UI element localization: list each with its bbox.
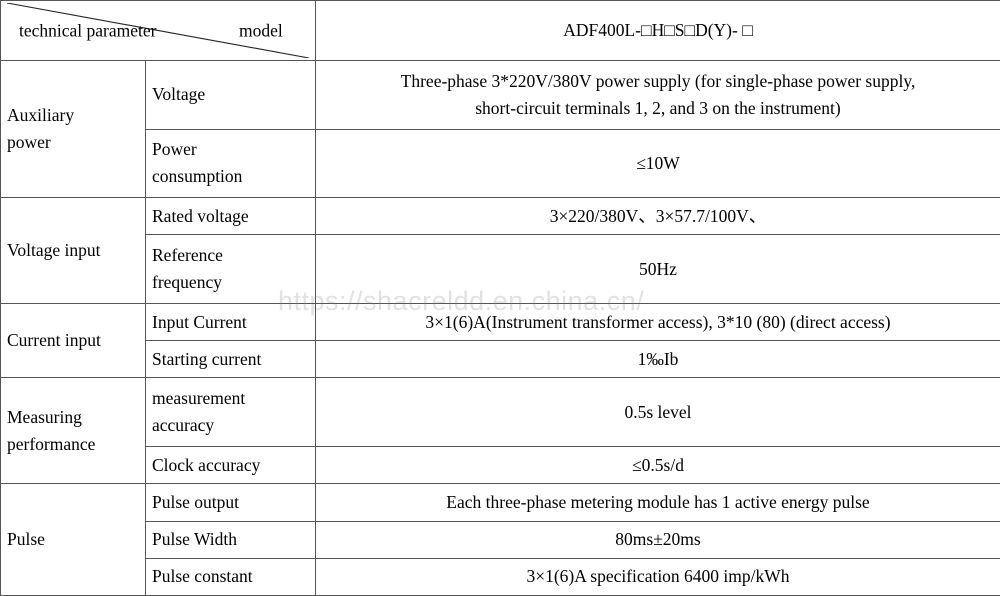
param-text: Voltage: [152, 84, 206, 105]
table-row: Current input Input Current 3×1(6)A(Inst…: [0, 303, 1000, 379]
value-power-consumption: ≤10W: [315, 128, 1000, 199]
value-line2: short-circuit terminals 1, 2, and 3 on t…: [475, 97, 841, 118]
value-pulse-width: 80ms±20ms: [315, 520, 1000, 559]
param-text-line2: consumption: [152, 166, 243, 187]
table-row: Measuring performance measurement accura…: [0, 377, 1000, 485]
table-row: Voltage input Rated voltage 3×220/380V、3…: [0, 197, 1000, 305]
header-column-label: model: [239, 19, 283, 40]
group-label-pulse: Pulse: [0, 483, 146, 596]
group-label-line1: Measuring: [7, 406, 82, 427]
table-row: Pulse Pulse output Each three-phase mete…: [0, 483, 1000, 596]
header-row-label: technical parameter: [19, 19, 157, 40]
group-label-measuring-performance: Measuring performance: [0, 377, 146, 485]
value-voltage: Three-phase 3*220V/380V power supply (fo…: [315, 60, 1000, 130]
param-label-power-consumption: Power consumption: [145, 128, 316, 199]
table-row: Pulse Width 80ms±20ms: [1, 520, 1000, 559]
param-text: Reference: [152, 245, 223, 266]
param-text: Power: [152, 139, 197, 160]
value-measurement-accuracy: 0.5s level: [315, 377, 1000, 448]
value-line1: Three-phase 3*220V/380V power supply (fo…: [400, 70, 916, 91]
param-text-line2: frequency: [152, 272, 222, 293]
group-label-current-input: Current input: [0, 303, 146, 379]
header-model-value: ADF400L-□H□S□D(Y)- □: [315, 0, 1000, 61]
param-label-pulse-constant: Pulse constant: [145, 557, 316, 596]
group-label-auxiliary-power: Auxiliary power: [0, 59, 146, 199]
table-row: Clock accuracy ≤0.5s/d: [1, 446, 1000, 485]
table-row: Starting current 1‰Ib: [1, 340, 1000, 379]
value-rated-voltage: 3×220/380V、3×57.7/100V、: [315, 197, 1000, 236]
group-label-voltage-input: Voltage input: [0, 197, 146, 305]
value-starting-current: 1‰Ib: [315, 340, 1000, 379]
param-label-clock-accuracy: Clock accuracy: [145, 446, 316, 485]
param-label-rated-voltage: Rated voltage: [145, 197, 316, 236]
value-input-current: 3×1(6)A(Instrument transformer access), …: [315, 303, 1000, 342]
param-label-reference-frequency: Reference frequency: [145, 234, 316, 305]
param-label-input-current: Input Current: [145, 303, 316, 342]
table-row: Auxiliary power Voltage Three-phase 3*22…: [0, 59, 1000, 199]
group-label-line2: performance: [7, 433, 96, 454]
value-pulse-output: Each three-phase metering module has 1 a…: [315, 483, 1000, 522]
param-label-pulse-output: Pulse output: [145, 483, 316, 522]
param-label-measurement-accuracy: measurement accuracy: [145, 377, 316, 448]
param-label-pulse-width: Pulse Width: [145, 520, 316, 559]
table-header-row: technical parameter model ADF400L-□H□S□D…: [0, 0, 1000, 61]
group-label-line1: Auxiliary: [7, 105, 75, 125]
value-pulse-constant: 3×1(6)A specification 6400 imp/kWh: [315, 557, 1000, 596]
value-clock-accuracy: ≤0.5s/d: [315, 446, 1000, 485]
value-reference-frequency: 50Hz: [315, 234, 1000, 305]
header-corner-cell: technical parameter model: [0, 0, 316, 61]
table-row: Reference frequency 50Hz: [1, 234, 1000, 305]
param-label-starting-current: Starting current: [145, 340, 316, 379]
table-row: Pulse constant 3×1(6)A specification 640…: [1, 557, 1000, 596]
param-text-line2: accuracy: [152, 415, 215, 436]
group-label-line2: power: [7, 132, 51, 153]
table-row: Power consumption ≤10W: [1, 128, 1000, 199]
param-text: measurement: [152, 388, 246, 409]
param-label-voltage: Voltage: [145, 60, 316, 130]
